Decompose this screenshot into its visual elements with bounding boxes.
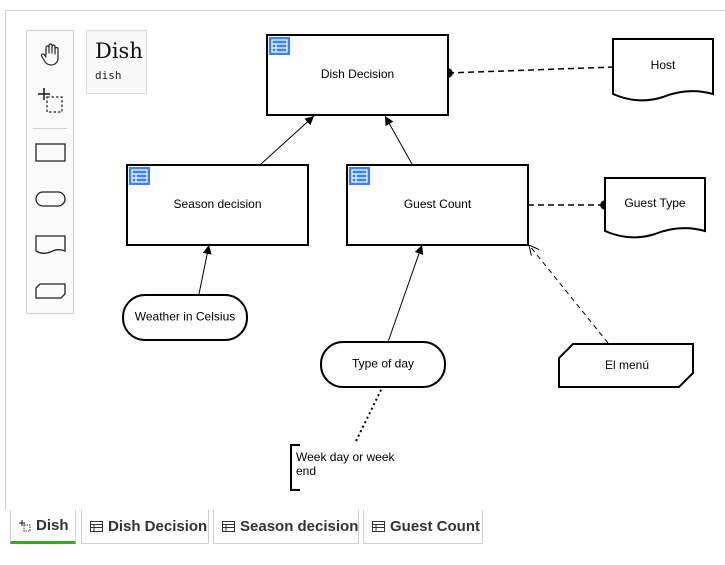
tab-season-decision[interactable]: Season decision	[213, 510, 359, 544]
requirement-weather-to-season[interactable]	[198, 244, 212, 295]
text-annotation-week-day[interactable]: Week day or week end	[290, 444, 395, 491]
hand-icon	[40, 43, 59, 66]
input-data-label: Weather in Celsius	[135, 310, 236, 324]
knowledge-source-label: Guest Type	[624, 196, 685, 210]
drd-icon	[19, 519, 31, 532]
create-input-data-button[interactable]	[33, 181, 69, 217]
decision-label: Guest Count	[404, 197, 472, 211]
input-data-weather[interactable]: Weather in Celsius	[122, 294, 248, 341]
tab-guest-count[interactable]: Guest Count	[363, 510, 483, 544]
hand-tool-button[interactable]	[33, 37, 69, 73]
input-data-shape-icon	[35, 191, 66, 207]
business-knowledge-model-shape-icon	[35, 283, 66, 299]
decision-dish-decision[interactable]: Dish Decision	[266, 34, 449, 116]
model-name: Dish	[95, 39, 143, 63]
lasso-select-icon	[38, 88, 63, 113]
decision-table-icon	[372, 521, 385, 532]
decision-guest-count[interactable]: Guest Count	[346, 164, 529, 246]
annotation-line-1: Week day or week	[296, 450, 395, 464]
decision-season-decision[interactable]: Season decision	[126, 164, 309, 246]
palette-separator	[33, 128, 67, 129]
bkm-el-menu[interactable]: El menú	[558, 343, 694, 388]
tab-label: Guest Count	[390, 518, 480, 535]
tab-label: Dish	[36, 517, 69, 534]
decision-label: Season decision	[173, 197, 261, 211]
decision-table-icon	[348, 166, 371, 186]
knowledge-requirement-menu-to-guest[interactable]	[529, 245, 609, 344]
lasso-tool-button[interactable]	[33, 83, 69, 119]
tab-label: Dish Decision	[108, 518, 208, 535]
create-knowledge-source-button[interactable]	[33, 227, 69, 263]
drd-diagram[interactable]: Dish Decision Season decision Guest Coun…	[6, 11, 725, 511]
knowledge-source-guest-type[interactable]: Guest Type	[604, 177, 706, 239]
decision-table-icon	[268, 36, 291, 56]
bkm-label: El menú	[605, 358, 649, 372]
decision-shape-icon	[35, 143, 66, 162]
knowledge-source-label: Host	[651, 58, 676, 72]
tab-label: Season decision	[240, 518, 359, 535]
decision-label: Dish Decision	[321, 67, 394, 81]
decision-table-icon	[128, 166, 151, 186]
knowledge-source-shape-icon	[35, 235, 66, 254]
annotation-line-2: end	[296, 464, 316, 478]
decision-table-icon	[90, 521, 103, 532]
tab-dish-decision[interactable]: Dish Decision	[81, 510, 209, 544]
input-data-label: Type of day	[352, 357, 414, 371]
diagram-canvas[interactable]: Dish Decision Season decision Guest Coun…	[5, 10, 725, 510]
model-name-card[interactable]: Dish dish	[86, 30, 147, 94]
decision-table-icon	[222, 521, 235, 532]
tab-dish[interactable]: Dish	[10, 510, 76, 544]
authority-host-to-dish[interactable]	[443, 66, 615, 78]
knowledge-source-host[interactable]: Host	[612, 38, 714, 102]
requirement-guest-to-dish[interactable]	[384, 115, 413, 165]
create-bkm-button[interactable]	[33, 273, 69, 309]
requirement-typeofday-to-guest[interactable]	[387, 244, 424, 343]
create-decision-button[interactable]	[33, 135, 69, 171]
requirement-season-to-dish[interactable]	[260, 115, 315, 165]
input-data-type-of-day[interactable]: Type of day	[320, 341, 446, 388]
association-annotation-to-typeofday[interactable]	[355, 387, 383, 442]
model-id: dish	[95, 69, 122, 82]
tool-palette	[26, 30, 74, 314]
